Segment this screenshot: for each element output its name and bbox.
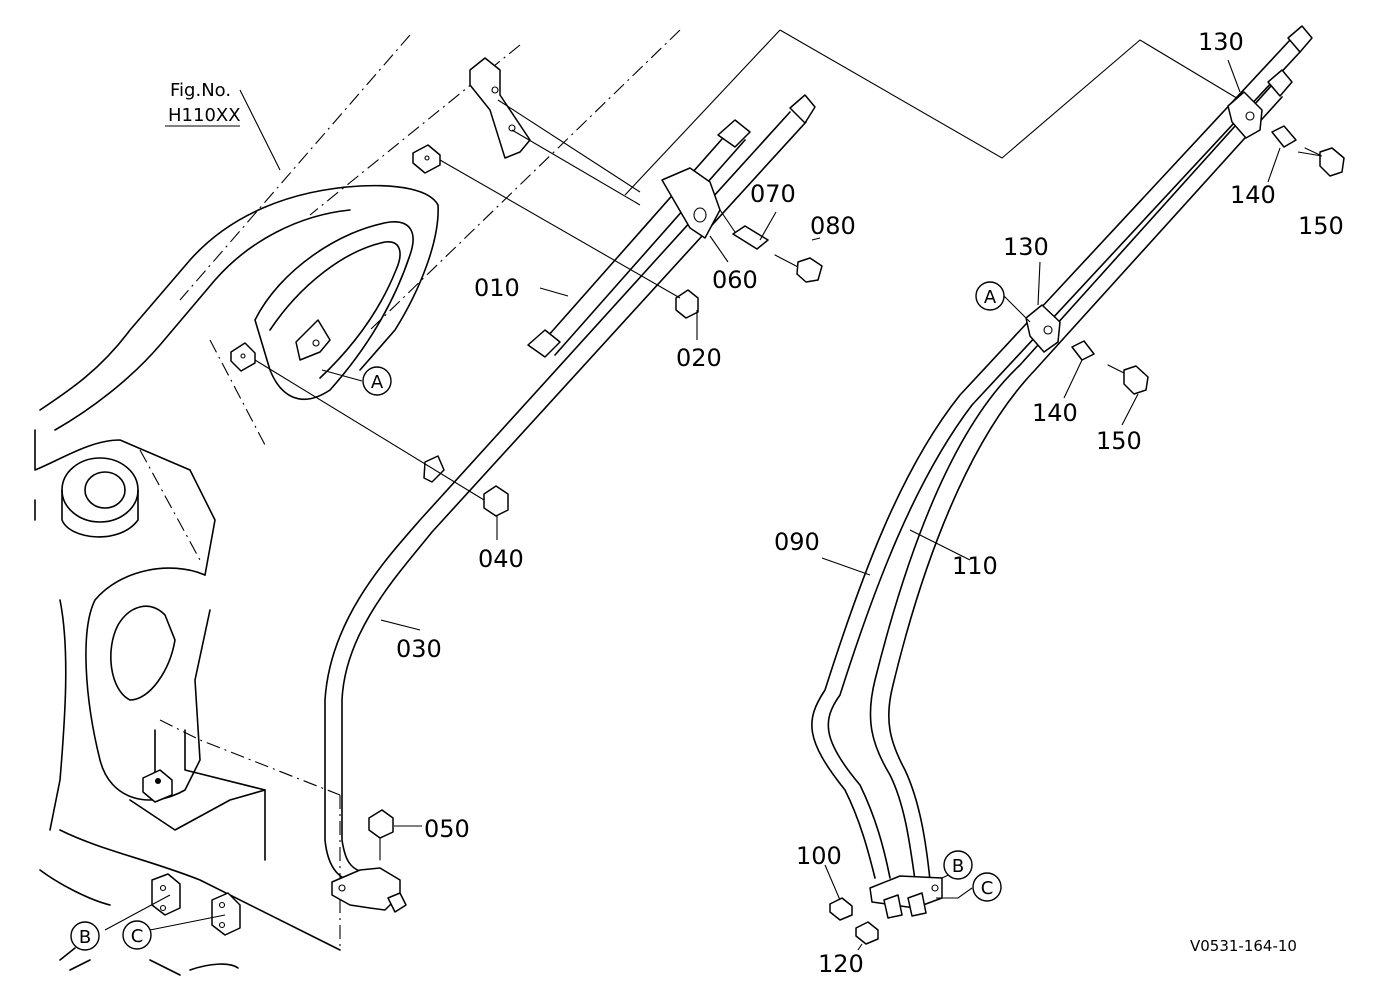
reference-mark-a-right-text: A (984, 287, 997, 308)
part-label-150-upper: 150 (1298, 212, 1344, 240)
clamp-block-c-left (211, 892, 241, 936)
drawing-code: V0531-164-10 (1190, 937, 1297, 955)
clamp-block-b-left (151, 873, 181, 916)
part-label-030: 030 (396, 635, 442, 663)
bolt-150-upper (1304, 147, 1345, 177)
upper-bracket (469, 57, 531, 159)
bolt-080 (774, 254, 823, 283)
pipe-clamp-130-upper (1227, 91, 1263, 139)
reference-mark-b-left: B (70, 921, 100, 951)
weld-nut-left-lower (230, 342, 256, 372)
part-label-040: 040 (478, 545, 524, 573)
reference-mark-b-right: B (943, 850, 973, 880)
base-nut (142, 769, 173, 803)
part-label-060: 060 (712, 266, 758, 294)
weld-nut-left-upper (412, 144, 441, 174)
reference-mark-c-left-text: C (131, 926, 144, 947)
pipe-090 (811, 25, 1313, 879)
part-label-140-upper: 140 (1230, 181, 1276, 209)
reference-mark-a-right: A (975, 281, 1005, 311)
pipe-clamp-130-lower (1025, 304, 1061, 353)
collar-070 (732, 225, 769, 250)
bolt-020 (675, 289, 699, 319)
bolt-150-lower (1107, 364, 1149, 395)
reference-mark-c-right-text: C (981, 878, 994, 899)
pipe-010 (527, 119, 751, 358)
part-label-020: 020 (676, 344, 722, 372)
bolt-100 (829, 897, 853, 921)
union-fittings (869, 875, 943, 919)
part-label-120: 120 (818, 950, 864, 978)
bolt-120 (855, 921, 879, 945)
figure-number-label: Fig.No. (170, 80, 231, 101)
reference-mark-b-left-text: B (79, 927, 91, 948)
loader-arm-outline (34, 29, 681, 976)
part-label-130-upper: 130 (1198, 28, 1244, 56)
clamp-bracket-a-left (295, 319, 331, 361)
part-label-050: 050 (424, 815, 470, 843)
part-label-090: 090 (774, 528, 820, 556)
leader-lines-left (104, 29, 1241, 931)
part-label-100: 100 (796, 842, 842, 870)
part-label-070: 070 (750, 180, 796, 208)
reference-mark-b-right-text: B (952, 856, 964, 877)
part-label-150-lower: 150 (1096, 427, 1142, 455)
reference-mark-a-left-text: A (371, 372, 384, 393)
pipe-030 (324, 94, 816, 886)
reference-mark-c-left: C (122, 920, 152, 950)
pipe-110 (869, 69, 1293, 881)
bolt-050 (368, 809, 394, 861)
part-label-080: 080 (810, 212, 856, 240)
reference-mark-a-left: A (362, 366, 392, 396)
part-label-140-lower: 140 (1032, 399, 1078, 427)
part-label-110: 110 (952, 552, 998, 580)
leader-lines-right (821, 59, 1323, 951)
part-label-010: 010 (474, 274, 520, 302)
collar-140-upper (1271, 125, 1297, 148)
collar-140-lower (1071, 340, 1095, 361)
figure-number-value: H110XX (168, 105, 241, 126)
tee-fitting (331, 867, 407, 913)
reference-mark-c-right: C (972, 872, 1002, 902)
bolt-040 (483, 485, 509, 517)
part-label-130-lower: 130 (1003, 233, 1049, 261)
